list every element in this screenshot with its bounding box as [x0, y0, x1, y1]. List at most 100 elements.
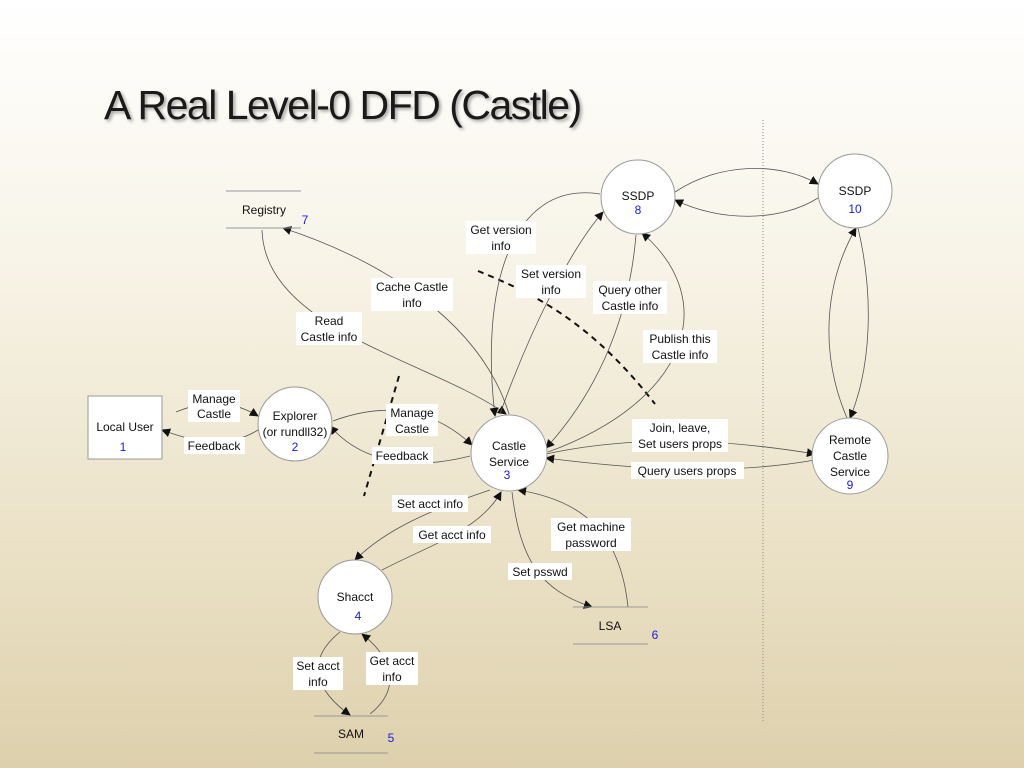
label-get-machine-password-l1: Get machine	[557, 520, 625, 534]
explorer-number: 2	[292, 440, 299, 454]
explorer-label-line2: (or rundll32)	[263, 425, 328, 439]
label-get-acct-info-castle-text: Get acct info	[418, 528, 486, 542]
flow-remote-to-ssdp	[674, 197, 819, 217]
label-feedback-user-text: Feedback	[188, 439, 242, 453]
sam-label: SAM	[338, 727, 364, 741]
label-get-acct-info-castle-bg	[413, 526, 491, 543]
castle-service-circle	[470, 414, 548, 492]
local-user-box	[87, 395, 163, 460]
label-manage-castle-explorer-l2: Castle	[395, 422, 429, 436]
label-get-machine-password: Get machine password	[551, 518, 631, 551]
label-query-users-props: Query users props	[631, 462, 744, 479]
label-publish-castle-info-l2: Castle info	[652, 348, 709, 362]
label-set-version-info-l1: Set version	[521, 267, 581, 281]
label-read-castle-info-l1: Read	[315, 314, 344, 328]
remote-castle-label-line2: Castle	[833, 449, 867, 463]
slide-title: A Real Level-0 DFD (Castle)	[104, 82, 582, 128]
label-set-version-info: Set version info	[516, 265, 586, 298]
label-set-version-info-bg	[516, 265, 586, 298]
label-set-acct-info-sam: Set acct info	[293, 657, 343, 690]
label-set-acct-info-castle: Set acct info	[392, 495, 468, 512]
flow-ssdp-remote-down	[848, 227, 869, 419]
label-manage-castle-explorer-l1: Manage	[390, 406, 434, 420]
remote-castle-number: 9	[847, 478, 854, 492]
label-get-acct-info-sam-bg	[366, 652, 418, 685]
label-set-version-info-l2: info	[541, 283, 561, 297]
label-set-psswd-bg	[508, 563, 572, 580]
castle-service-number: 3	[504, 468, 511, 482]
process-shacct: Shacct 4	[317, 559, 393, 635]
label-get-version-info-l2: info	[491, 239, 511, 253]
label-cache-castle-info-bg	[371, 278, 453, 311]
ssdp-remote-label: SSDP	[839, 184, 872, 198]
trust-boundary-explorer	[363, 375, 400, 497]
label-publish-castle-info: Publish this Castle info	[643, 330, 717, 363]
label-join-leave: Join, leave, Set users props	[632, 419, 728, 452]
ssdp-local-label: SSDP	[622, 189, 655, 203]
label-manage-castle-user-l1: Manage	[192, 392, 236, 406]
flow-query-other-castle-info	[545, 234, 637, 449]
castle-service-label-line2: Service	[489, 455, 529, 469]
label-read-castle-info-bg	[296, 312, 362, 345]
label-get-acct-info-sam: Get acct info	[366, 652, 418, 685]
label-set-acct-info-sam-l2: info	[308, 675, 328, 689]
process-ssdp-remote: SSDP 10	[817, 153, 893, 229]
label-cache-castle-info-l1: Cache Castle	[376, 280, 448, 294]
label-query-other-castle-info-l1: Query other	[598, 283, 661, 297]
label-feedback-user: Feedback	[184, 437, 245, 454]
label-join-leave-bg	[632, 419, 728, 452]
label-get-machine-password-bg	[551, 518, 631, 551]
label-query-other-castle-info-l2: Castle info	[602, 299, 659, 313]
label-publish-castle-info-bg	[643, 330, 717, 363]
label-get-acct-info-castle: Get acct info	[413, 526, 491, 543]
label-read-castle-info: Read Castle info	[296, 312, 362, 345]
remote-castle-label-line1: Remote	[829, 433, 871, 447]
label-join-leave-l1: Join, leave,	[650, 421, 711, 435]
ssdp-remote-number: 10	[848, 202, 862, 216]
label-set-acct-info-sam-bg	[293, 657, 343, 690]
remote-castle-circle	[811, 417, 889, 495]
process-remote-castle-service: Remote Castle Service 9	[811, 417, 889, 495]
label-get-version-info-bg	[466, 221, 536, 254]
label-feedback-explorer-text: Feedback	[376, 449, 430, 463]
label-cache-castle-info: Cache Castle info	[371, 278, 453, 311]
flow-remote-ssdp-up	[828, 227, 857, 419]
ssdp-remote-circle	[817, 153, 893, 229]
local-user-label: Local User	[96, 420, 153, 434]
label-feedback-explorer-bg	[372, 447, 433, 464]
label-manage-castle-user: Manage Castle	[188, 390, 240, 422]
shacct-number: 4	[355, 609, 362, 623]
label-manage-castle-user-l2: Castle	[197, 407, 231, 421]
local-user-entity: Local User 1	[87, 395, 163, 460]
label-manage-castle-explorer: Manage Castle	[386, 404, 438, 436]
shacct-label: Shacct	[337, 590, 374, 604]
shacct-circle	[317, 559, 393, 635]
label-get-version-info: Get version info	[466, 221, 536, 254]
label-join-leave-l2: Set users props	[638, 437, 722, 451]
store-registry: Registry 7	[226, 190, 309, 229]
label-get-machine-password-l2: password	[565, 536, 616, 550]
label-get-version-info-l1: Get version	[470, 223, 531, 237]
label-feedback-user-bg	[184, 437, 245, 454]
lsa-label: LSA	[599, 619, 622, 633]
sam-number: 5	[388, 731, 395, 745]
store-lsa: LSA 6	[573, 606, 659, 645]
label-query-users-props-bg	[631, 462, 744, 479]
local-user-number: 1	[120, 440, 127, 454]
label-get-acct-info-sam-l1: Get acct	[370, 654, 415, 668]
ssdp-local-circle	[600, 159, 676, 235]
process-explorer: Explorer (or rundll32) 2	[257, 386, 333, 462]
flow-set-acct-info-castle	[354, 489, 491, 561]
explorer-label-line1: Explorer	[273, 409, 318, 423]
label-publish-castle-info-l1: Publish this	[649, 332, 710, 346]
explorer-circle	[257, 386, 333, 462]
store-sam: SAM 5	[314, 715, 395, 754]
label-set-acct-info-castle-bg	[392, 495, 468, 512]
registry-label: Registry	[242, 203, 286, 217]
label-query-users-props-text: Query users props	[638, 464, 737, 478]
label-query-other-castle-info-bg	[593, 281, 667, 314]
remote-castle-label-line3: Service	[830, 465, 870, 479]
castle-service-label-line1: Castle	[492, 439, 526, 453]
label-cache-castle-info-l2: info	[402, 296, 422, 310]
